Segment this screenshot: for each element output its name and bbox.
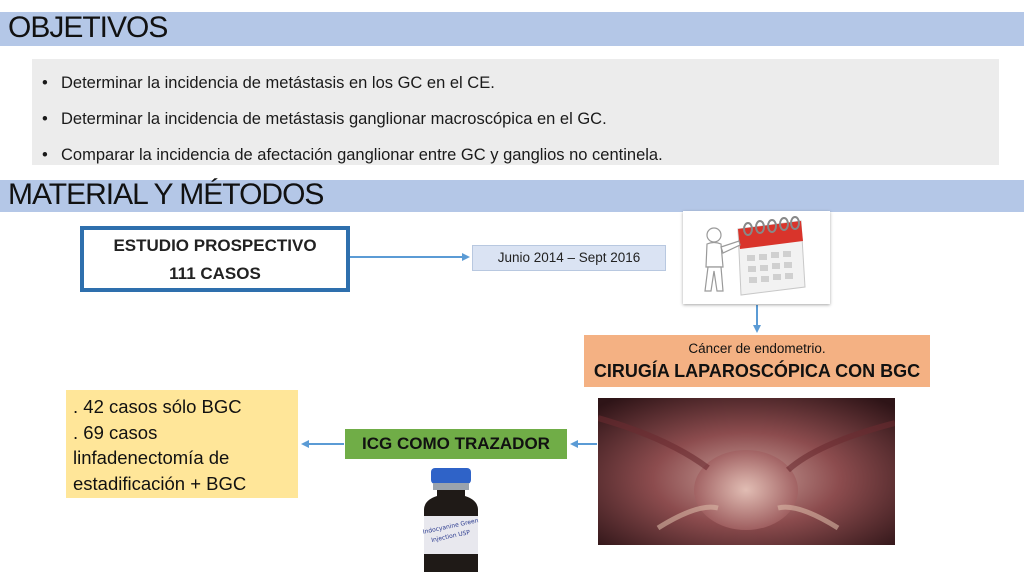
list-item: • Determinar la incidencia de metástasis … xyxy=(42,65,663,101)
calendar-icon xyxy=(683,211,830,304)
tracer-box: ICG COMO TRAZADOR xyxy=(345,429,567,459)
objective-text: Determinar la incidencia de metástasis e… xyxy=(61,74,495,92)
objectives-list: • Determinar la incidencia de metástasis … xyxy=(42,65,663,173)
cases-line: . 69 casos xyxy=(73,420,298,446)
laparoscopy-photo xyxy=(598,398,895,545)
icg-vial-photo: Indocyanine Green Injection USP xyxy=(418,466,484,576)
objectives-header: OBJETIVOS xyxy=(0,12,1024,46)
methods-title: MATERIAL Y MÉTODOS xyxy=(8,178,323,212)
cases-line: linfadenectomía de xyxy=(73,445,298,471)
bullet-icon: • xyxy=(42,101,48,137)
surgery-title: CIRUGÍA LAPAROSCÓPICA CON BGC xyxy=(584,358,930,384)
objectives-title: OBJETIVOS xyxy=(8,11,167,45)
methods-header: MATERIAL Y MÉTODOS xyxy=(0,180,1024,212)
objective-text: Comparar la incidencia de afectación gan… xyxy=(61,146,663,164)
bullet-icon: • xyxy=(42,137,48,173)
study-cases: 111 CASOS xyxy=(84,260,346,288)
date-range-box: Junio 2014 – Sept 2016 xyxy=(472,245,666,271)
objective-text: Determinar la incidencia de metástasis g… xyxy=(61,110,607,128)
surgery-box: Cáncer de endometrio. CIRUGÍA LAPAROSCÓP… xyxy=(584,335,930,387)
objectives-list-box: • Determinar la incidencia de metástasis … xyxy=(32,59,999,165)
bullet-icon: • xyxy=(42,65,48,101)
cases-box: . 42 casos sólo BGC . 69 casos linfadene… xyxy=(66,390,298,498)
list-item: • Comparar la incidencia de afectación ga… xyxy=(42,137,663,173)
study-box: ESTUDIO PROSPECTIVO 111 CASOS xyxy=(80,226,350,292)
list-item: • Determinar la incidencia de metástasis … xyxy=(42,101,663,137)
study-title: ESTUDIO PROSPECTIVO xyxy=(84,232,346,260)
surgery-subtitle: Cáncer de endometrio. xyxy=(584,340,930,358)
cases-line: . 42 casos sólo BGC xyxy=(73,394,298,420)
cases-line: estadificación + BGC xyxy=(73,471,298,497)
calendar-illustration xyxy=(683,211,830,304)
person-icon xyxy=(705,228,740,291)
